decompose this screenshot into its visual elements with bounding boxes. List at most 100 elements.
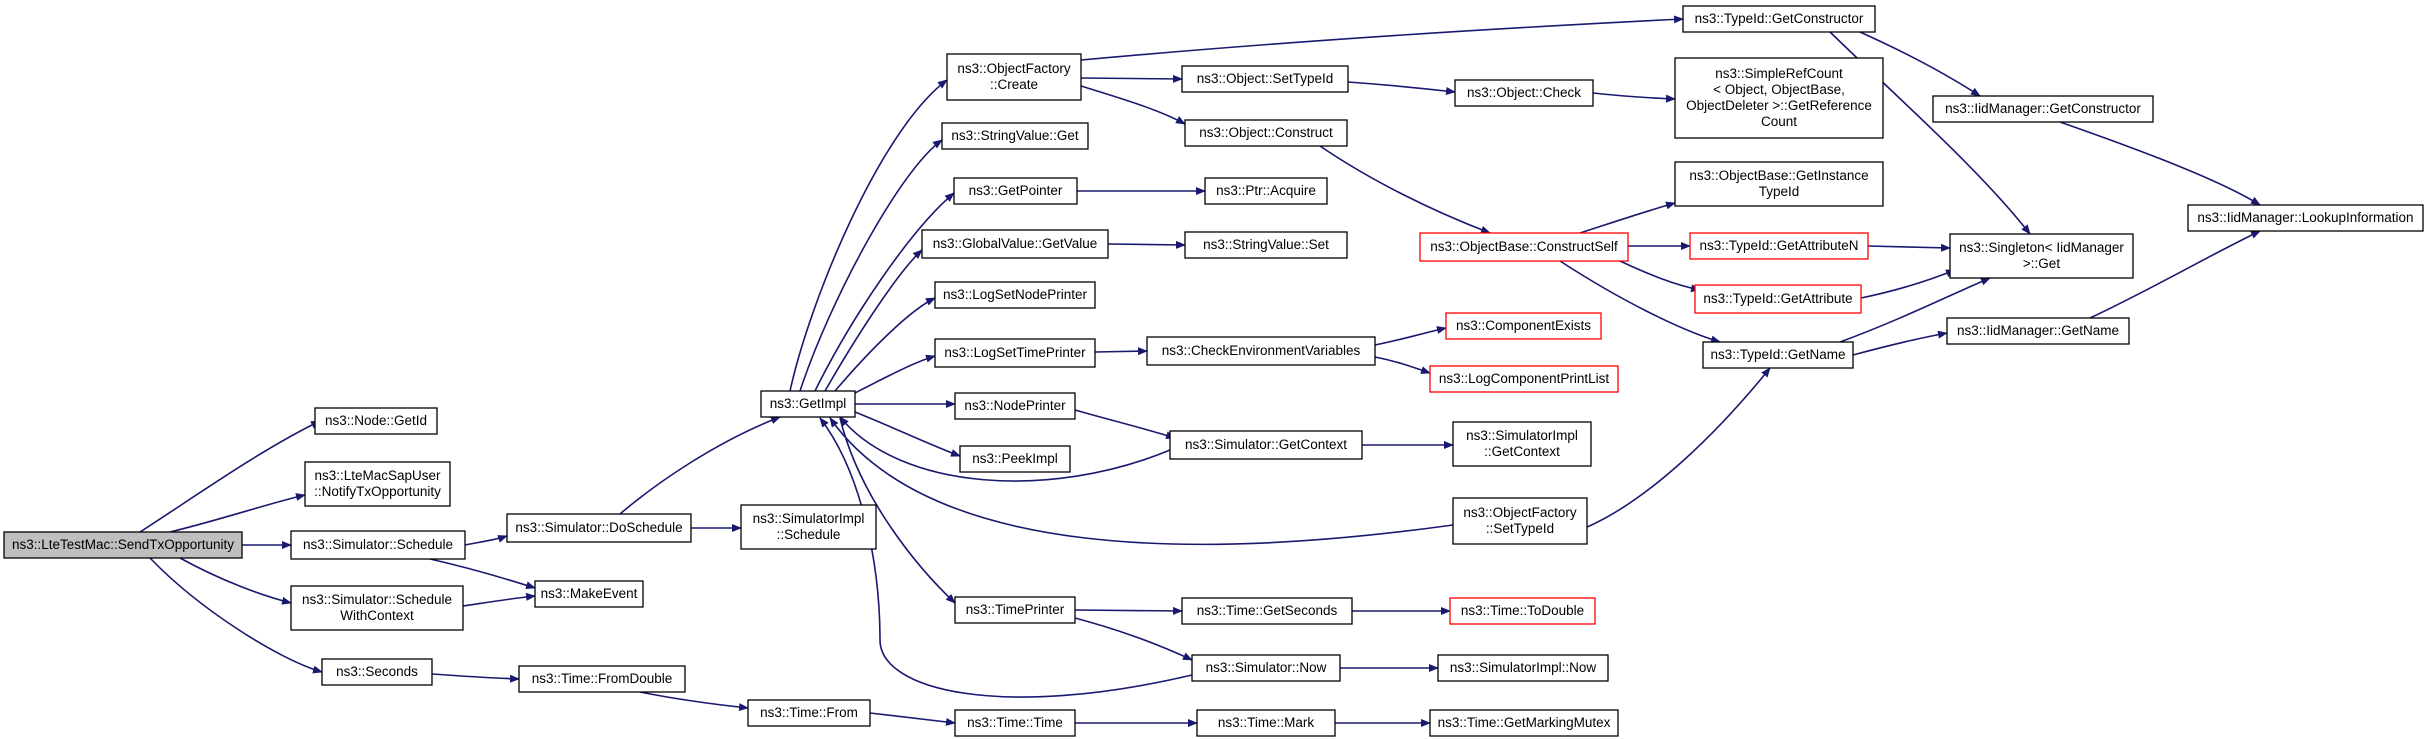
node-label: ns3::GlobalValue::GetValue bbox=[933, 236, 1098, 251]
edge-checkenv-to-compexists bbox=[1374, 326, 1447, 346]
node-compexists[interactable]: ns3::ComponentExists bbox=[1445, 312, 1602, 340]
node-typeidgetattrn[interactable]: ns3::TypeId::GetAttributeN bbox=[1689, 232, 1869, 260]
edge-typeidgetctor-to-iidgetctor bbox=[1859, 31, 1981, 97]
node-box bbox=[290, 585, 464, 631]
node-box bbox=[1932, 95, 2154, 123]
node-fromdouble[interactable]: ns3::Time::FromDouble bbox=[518, 665, 686, 693]
node-simimplsched[interactable]: ns3::SimulatorImpl::Schedule bbox=[740, 504, 877, 550]
node-box bbox=[1946, 317, 2130, 345]
node-makeevent[interactable]: ns3::MakeEvent bbox=[534, 580, 644, 608]
node-box bbox=[1181, 597, 1353, 625]
node-box bbox=[1419, 232, 1629, 262]
node-singleton[interactable]: ns3::Singleton< IidManager>::Get bbox=[1949, 233, 2134, 279]
edge-arrow bbox=[869, 712, 956, 726]
node-ptracquire[interactable]: ns3::Ptr::Acquire bbox=[1204, 177, 1328, 205]
node-timegetsec[interactable]: ns3::Time::GetSeconds bbox=[1181, 597, 1353, 625]
node-box bbox=[1674, 57, 1884, 139]
node-timemark[interactable]: ns3::Time::Mark bbox=[1196, 709, 1336, 737]
edge-arrow bbox=[462, 592, 536, 607]
edge-arrow bbox=[2089, 230, 2261, 319]
node-label: ::Create bbox=[990, 77, 1038, 92]
node-label: ns3::GetImpl bbox=[770, 396, 847, 411]
node-box bbox=[1702, 341, 1854, 369]
node-getpointer[interactable]: ns3::GetPointer bbox=[953, 177, 1078, 205]
node-label: ns3::NodePrinter bbox=[964, 398, 1066, 413]
node-getid[interactable]: ns3::Node::GetId bbox=[314, 407, 438, 435]
node-iidgetname[interactable]: ns3::IidManager::GetName bbox=[1946, 317, 2130, 345]
node-box bbox=[1449, 597, 1596, 625]
edge-obconstructself-to-typeidgetname bbox=[1559, 260, 1721, 344]
node-schedule[interactable]: ns3::Simulator::Schedule bbox=[290, 530, 466, 560]
node-objconstruct[interactable]: ns3::Object::Construct bbox=[1184, 119, 1348, 147]
edge-root-to-seconds bbox=[149, 557, 323, 674]
node-lognodeprinter[interactable]: ns3::LogSetNodePrinter bbox=[934, 281, 1096, 309]
edge-objconstruct-to-obconstructself bbox=[1319, 145, 1491, 234]
node-typeidgetname[interactable]: ns3::TypeId::GetName bbox=[1702, 341, 1854, 369]
node-gvgetvalue[interactable]: ns3::GlobalValue::GetValue bbox=[921, 229, 1109, 259]
node-root[interactable]: ns3::LteTestMac::SendTxOpportunity bbox=[3, 531, 243, 559]
node-simgetctx[interactable]: ns3::Simulator::GetContext bbox=[1169, 430, 1363, 460]
node-box bbox=[740, 504, 877, 550]
node-ofsettypeid[interactable]: ns3::ObjectFactory::SetTypeId bbox=[1452, 497, 1588, 545]
node-label: ns3::LogComponentPrintList bbox=[1439, 371, 1610, 386]
node-label: ns3::StringValue::Get bbox=[951, 128, 1079, 143]
node-box bbox=[1146, 336, 1376, 366]
node-peekimpl[interactable]: ns3::PeekImpl bbox=[959, 445, 1071, 473]
node-typeidgetctor[interactable]: ns3::TypeId::GetConstructor bbox=[1682, 5, 1876, 33]
node-simimplnow[interactable]: ns3::SimulatorImpl::Now bbox=[1437, 654, 1609, 682]
node-strvalget[interactable]: ns3::StringValue::Get bbox=[941, 122, 1089, 150]
node-getimpl[interactable]: ns3::GetImpl bbox=[760, 390, 856, 418]
node-box bbox=[506, 513, 692, 543]
node-box bbox=[921, 229, 1109, 259]
edge-ofsettypeid-to-typeidgetname bbox=[1584, 367, 1771, 529]
node-label: ns3::Time::GetSeconds bbox=[1197, 603, 1338, 618]
edge-objcheck-to-simplerefcount bbox=[1592, 92, 1676, 103]
edge-arrow bbox=[1579, 201, 1676, 234]
edge-arrow bbox=[1074, 606, 1183, 615]
node-doschedule[interactable]: ns3::Simulator::DoSchedule bbox=[506, 513, 692, 543]
node-getmarkingmutex[interactable]: ns3::Time::GetMarkingMutex bbox=[1429, 709, 1619, 737]
node-strvalset[interactable]: ns3::StringValue::Set bbox=[1184, 231, 1348, 259]
node-iidlookup[interactable]: ns3::IidManager::LookupInformation bbox=[2187, 204, 2424, 232]
node-label: ns3::Singleton< IidManager bbox=[1959, 240, 2124, 255]
node-objcheck[interactable]: ns3::Object::Check bbox=[1454, 79, 1594, 107]
node-timetime[interactable]: ns3::Time::Time bbox=[954, 709, 1076, 737]
edge-getimpl-to-ofcreate bbox=[789, 79, 948, 392]
edge-typeidgetattr-to-singleton bbox=[1860, 269, 1956, 299]
node-logtimeprinter[interactable]: ns3::LogSetTimePrinter bbox=[934, 338, 1096, 368]
node-timetodouble[interactable]: ns3::Time::ToDouble bbox=[1449, 597, 1596, 625]
node-typeidgetattr[interactable]: ns3::TypeId::GetAttribute bbox=[1694, 284, 1862, 314]
node-box bbox=[1191, 654, 1341, 682]
node-label: ::SetTypeId bbox=[1486, 521, 1554, 536]
node-timefrom[interactable]: ns3::Time::From bbox=[747, 699, 871, 727]
edge-timefrom-to-timetime bbox=[869, 712, 956, 726]
edge-getimpl-to-timeprinter bbox=[839, 417, 956, 604]
node-simnow[interactable]: ns3::Simulator::Now bbox=[1191, 654, 1341, 682]
node-label: ns3::ComponentExists bbox=[1456, 318, 1591, 333]
node-box bbox=[946, 53, 1082, 101]
edge-arrow bbox=[1619, 260, 1701, 293]
node-simimplgetctx[interactable]: ns3::SimulatorImpl::GetContext bbox=[1452, 421, 1592, 467]
edge-logtimeprinter-to-checkenv bbox=[1094, 347, 1148, 356]
node-label: ns3::Object::SetTypeId bbox=[1197, 71, 1334, 86]
node-ofcreate[interactable]: ns3::ObjectFactory::Create bbox=[946, 53, 1082, 101]
node-logcompprint[interactable]: ns3::LogComponentPrintList bbox=[1429, 365, 1619, 393]
node-simplerefcount[interactable]: ns3::SimpleRefCount< Object, ObjectBase,… bbox=[1674, 57, 1884, 139]
edge-arrow bbox=[149, 557, 323, 674]
node-iidgetctor[interactable]: ns3::IidManager::GetConstructor bbox=[1932, 95, 2154, 123]
edge-arrow bbox=[789, 79, 948, 392]
node-label: ns3::PeekImpl bbox=[972, 451, 1058, 466]
edge-ofsettypeid-to-getimpl bbox=[829, 417, 1454, 546]
node-checkenv[interactable]: ns3::CheckEnvironmentVariables bbox=[1146, 336, 1376, 366]
edge-schedctx-to-makeevent bbox=[462, 592, 536, 607]
node-seconds[interactable]: ns3::Seconds bbox=[321, 658, 433, 686]
node-nodeprinter[interactable]: ns3::NodePrinter bbox=[954, 392, 1076, 420]
node-objsettypeid[interactable]: ns3::Object::SetTypeId bbox=[1181, 65, 1349, 93]
node-obconstructself[interactable]: ns3::ObjectBase::ConstructSelf bbox=[1419, 232, 1629, 262]
node-notify[interactable]: ns3::LteMacSapUser::NotifyTxOpportunity bbox=[304, 461, 451, 507]
node-timeprinter[interactable]: ns3::TimePrinter bbox=[954, 596, 1076, 624]
node-box bbox=[1682, 5, 1876, 33]
call-edges bbox=[139, 15, 2261, 727]
